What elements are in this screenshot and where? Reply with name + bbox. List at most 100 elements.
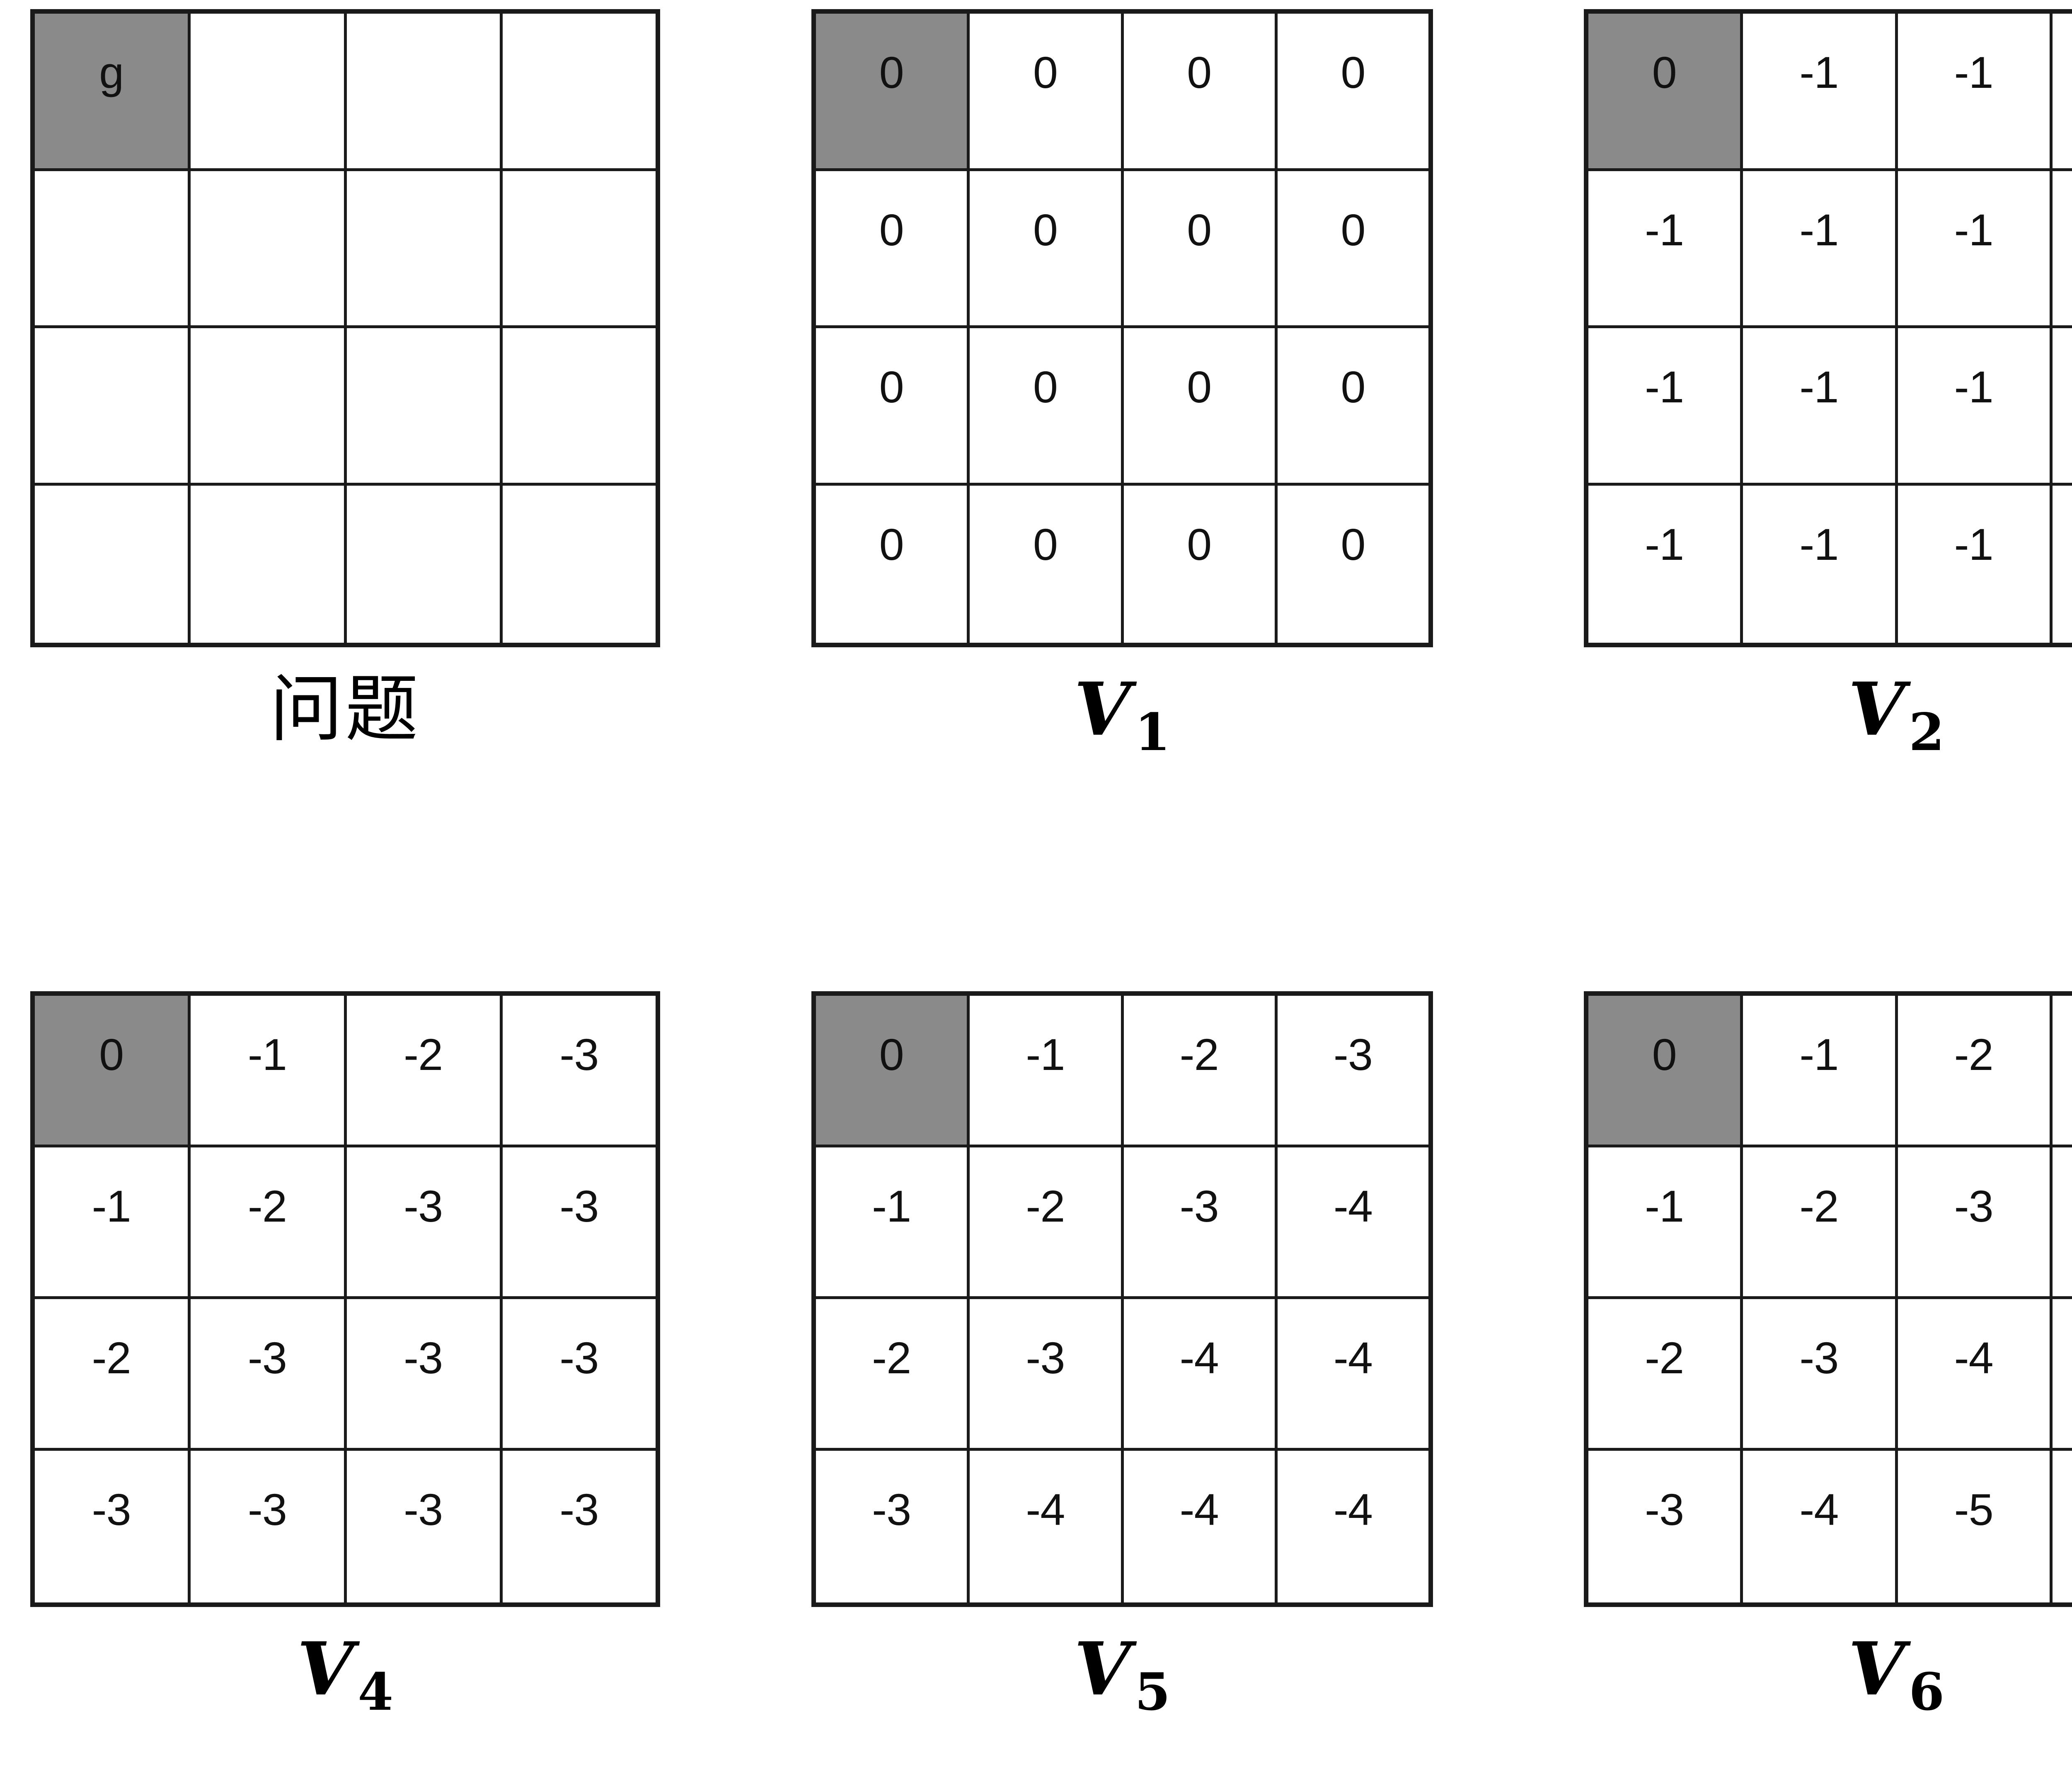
grid-row: [35, 485, 656, 643]
grid-cell: [35, 328, 191, 486]
grid-cell-value: 0: [879, 47, 904, 97]
grid-cell-value: -1: [1954, 519, 1994, 569]
grid-cell-value: -3: [1954, 1181, 1994, 1231]
grid-cell: -3: [346, 1451, 503, 1602]
grid-cell: -3: [35, 1451, 191, 1602]
grid-cell-value: -3: [559, 1181, 599, 1231]
grid-cell-value: -1: [1799, 362, 1839, 412]
grid-cell-value: 0: [1033, 519, 1058, 569]
grid-cell: -2: [1743, 1147, 1898, 1299]
grid-cell: -1: [1898, 171, 2053, 328]
grid-cell: [346, 14, 503, 171]
grid-cell: 0: [1123, 485, 1278, 643]
grid-cell-value: -2: [1026, 1181, 1065, 1231]
grid-cell: -1: [1588, 171, 1743, 328]
grid-cell-value: -4: [1026, 1484, 1065, 1534]
grid-cell-value: -3: [872, 1484, 911, 1534]
grid-cell: -4: [970, 1451, 1124, 1602]
grid-cell: -3: [502, 1147, 656, 1299]
panel-caption-v6: V6: [1848, 1633, 1944, 1718]
grid-cell: 0: [1277, 328, 1428, 486]
grid-cell-value: 0: [1187, 47, 1212, 97]
panel-caption-v5: V5: [1074, 1633, 1170, 1718]
grid-cell: [191, 171, 347, 328]
grid-cell-value: -1: [1954, 204, 1994, 255]
grid-cell-value: -3: [1333, 1029, 1373, 1079]
grid-cell: -4: [2052, 1147, 2072, 1299]
grid-cell: [191, 485, 347, 643]
grid-row: -1-1-1-1: [1588, 485, 2072, 643]
grid-cell: -4: [1898, 1299, 2053, 1451]
caption-subscript: 2: [1909, 702, 1945, 762]
grid-cell: -3: [502, 1451, 656, 1602]
grid-cell-terminal: 0: [816, 996, 970, 1147]
grid-cell: 0: [816, 328, 970, 486]
grid-cell: -1: [1743, 996, 1898, 1147]
grid-cell: 0: [1123, 171, 1278, 328]
grid-cell: [502, 14, 656, 171]
grid-cell: 0: [1123, 328, 1278, 486]
grid-problem: g: [30, 9, 660, 647]
grid-cell: -1: [1898, 485, 2053, 643]
grid-cell-value: -4: [1333, 1181, 1373, 1231]
grid-cell-value: -1: [1645, 519, 1684, 569]
grid-cell: -2: [1588, 1299, 1743, 1451]
grid-cell-value: -3: [559, 1333, 599, 1383]
grid-cell: -1: [1743, 328, 1898, 486]
grid-cell-value: 0: [1341, 47, 1365, 97]
grid-cell-value: -1: [1799, 519, 1839, 569]
grid-cell: -2: [1123, 996, 1278, 1147]
grid-cell: -4: [1743, 1451, 1898, 1602]
grid-cell-value: -3: [559, 1029, 599, 1079]
grid-cell: 0: [1277, 485, 1428, 643]
grid-v2: 0-1-1-1-1-1-1-1-1-1-1-1-1-1-1-1: [1584, 9, 2072, 647]
grid-cell-value: 0: [1187, 204, 1212, 255]
grid-cell-value: 0: [1033, 362, 1058, 412]
grid-cell: [502, 171, 656, 328]
grid-cell: -1: [970, 996, 1124, 1147]
grid-cell-value: -2: [404, 1029, 443, 1079]
grid-cell: -3: [2052, 996, 2072, 1147]
grid-cell-value: -3: [1645, 1484, 1684, 1534]
grid-cell: -3: [1277, 996, 1428, 1147]
grid-cell: -5: [1898, 1451, 2053, 1602]
grid-row: [35, 328, 656, 486]
grid-cell-value: 0: [1341, 519, 1365, 569]
grid-cell-value: -1: [1799, 47, 1839, 97]
grid-cell-value: -3: [92, 1484, 131, 1534]
grid-cell: 0: [1277, 171, 1428, 328]
grid-cell-value: -3: [404, 1484, 443, 1534]
grid-cell-value: 0: [1652, 1029, 1677, 1079]
grid-cell: -1: [2052, 14, 2072, 171]
caption-subscript: 4: [358, 1662, 394, 1722]
grid-cell-value: -3: [404, 1333, 443, 1383]
grid-cell: -4: [1277, 1299, 1428, 1451]
grid-cell-value: -3: [1026, 1333, 1065, 1383]
value-grid-panel-v6: 0-1-2-3-1-2-3-4-2-3-4-5-3-4-5-5V6: [1584, 991, 2072, 1718]
grid-cell: [346, 485, 503, 643]
grid-cell: [346, 171, 503, 328]
grid-cell: [502, 485, 656, 643]
grid-cell-value: -2: [1954, 1029, 1994, 1079]
grid-cell: -5: [2052, 1451, 2072, 1602]
grid-cell: -2: [35, 1299, 191, 1451]
grid-cell-value: -2: [1179, 1029, 1219, 1079]
grid-cell-value: -1: [92, 1181, 131, 1231]
grid-cell: -3: [1743, 1299, 1898, 1451]
grid-cell-value: -4: [1179, 1484, 1219, 1534]
grid-row: -3-3-3-3: [35, 1451, 656, 1602]
grid-row: 0-1-1-1: [1588, 14, 2072, 171]
grid-cell: -4: [1123, 1451, 1278, 1602]
grid-cell-value: 0: [879, 204, 904, 255]
grid-cell: -1: [1588, 1147, 1743, 1299]
grid-cell-value: -3: [1799, 1333, 1839, 1383]
grid-cell-value: -1: [247, 1029, 287, 1079]
grid-cell: -2: [970, 1147, 1124, 1299]
grid-cell: [346, 328, 503, 486]
